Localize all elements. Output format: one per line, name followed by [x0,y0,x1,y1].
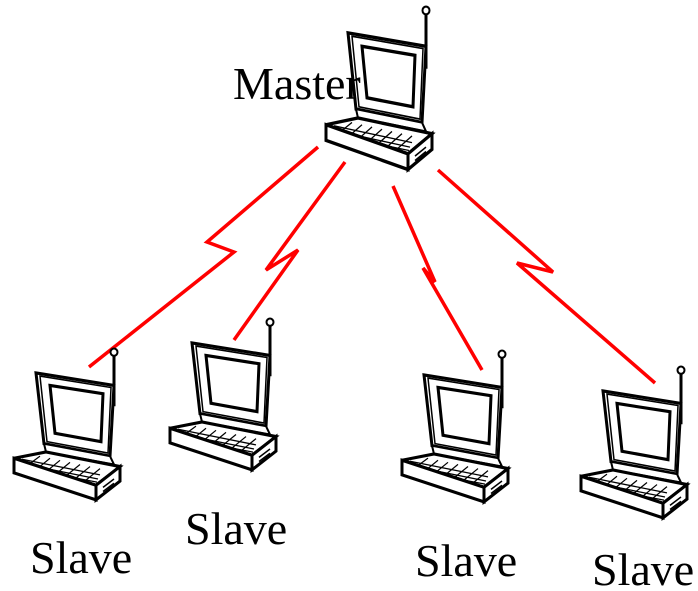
master-label: Master [233,58,361,109]
slave-label: Slave [415,535,517,586]
slave-label: Slave [592,544,694,591]
wireless-laptop-icon [14,349,120,500]
lightning-bolt-icon [393,186,482,370]
slave-label: Slave [30,532,132,583]
slave-node: Slave [402,351,517,586]
master-node: Master [233,7,432,170]
lightning-bolt-icon [234,162,345,340]
slave-node: Slave [170,319,287,554]
wireless-laptop-icon [581,367,687,518]
wireless-laptop-icon [402,351,508,502]
slave-label: Slave [185,503,287,554]
wireless-links [89,147,655,383]
slave-node: Slave [581,367,694,591]
slave-node: Slave [14,349,132,583]
wireless-laptop-icon [170,319,276,470]
